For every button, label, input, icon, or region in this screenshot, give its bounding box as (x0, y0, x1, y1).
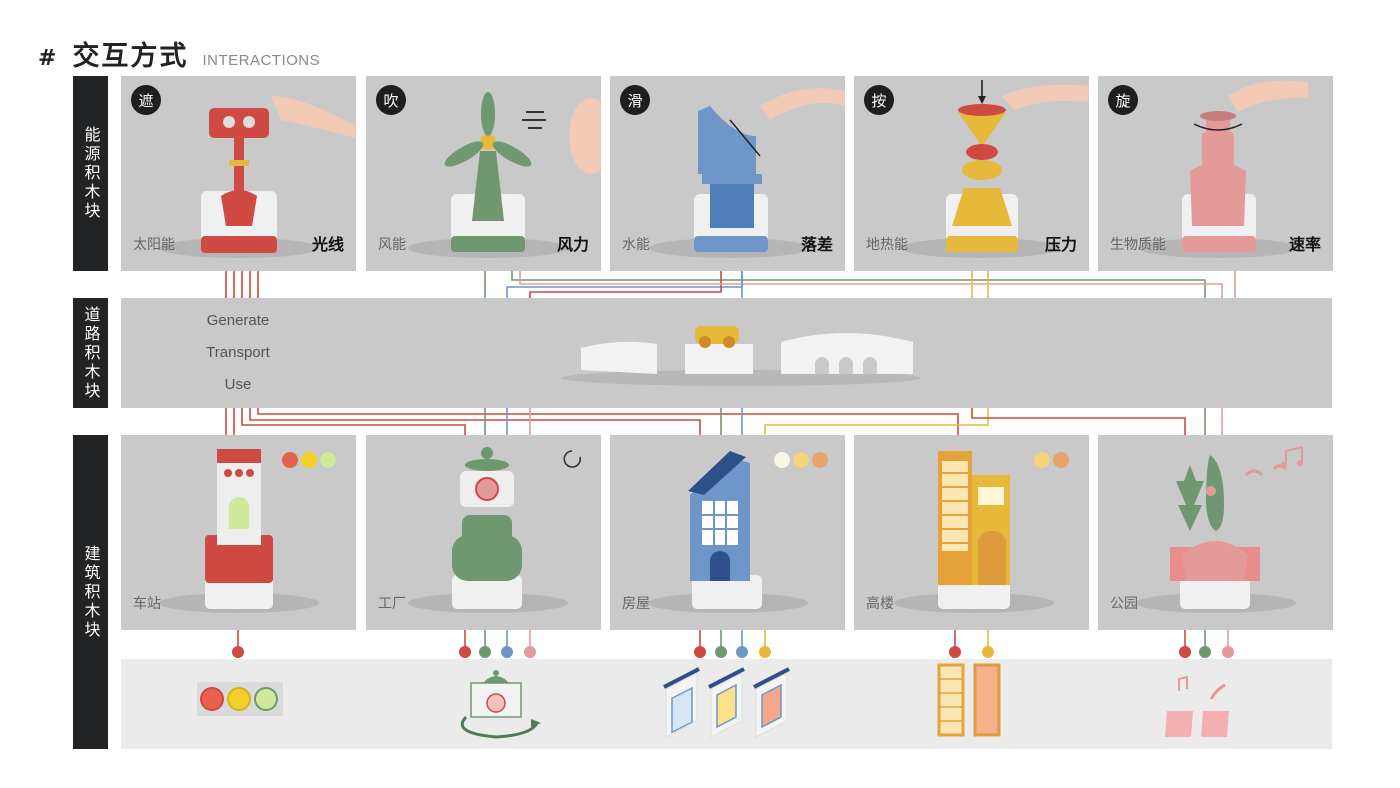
row-label-energy: 能源积木块 (73, 76, 108, 271)
source-water: 水能 (622, 237, 650, 253)
energy-card-solar[interactable]: 遮 太阳能 光线 (121, 76, 356, 271)
energy-card-water[interactable]: 滑 水能 落差 (610, 76, 845, 271)
row-label-road: 道路积木块 (73, 298, 108, 408)
source-geothermal: 地热能 (866, 237, 908, 253)
refresh-icon (563, 450, 582, 468)
windmill-icon (408, 92, 601, 258)
factory-icon (408, 447, 582, 613)
step-transport: Transport (206, 344, 270, 361)
building-card-tower[interactable]: 高楼 (854, 435, 1089, 630)
source-biomass: 生物质能 (1110, 237, 1166, 253)
label-park: 公园 (1110, 596, 1138, 612)
energy-card-geothermal[interactable]: 按 地热能 压力 (854, 76, 1089, 271)
outputs-panel (121, 659, 1332, 749)
row-label-building: 建筑积木块 (73, 435, 108, 749)
rotate-block-icon (1138, 80, 1308, 258)
source-solar: 太阳能 (133, 237, 175, 253)
badge-wind: 吹 (376, 85, 406, 115)
label-tower: 高楼 (866, 596, 894, 612)
road-panel: Generate Transport Use (121, 298, 1332, 408)
building-card-station[interactable]: 车站 (121, 435, 356, 630)
building-card-house[interactable]: 房屋 (610, 435, 845, 630)
station-icon (159, 449, 336, 613)
water-slide-icon (650, 88, 845, 258)
outputs-icons (197, 663, 1229, 739)
traffic-light-icon (197, 682, 283, 716)
force-biomass: 速率 (1288, 235, 1321, 254)
force-wind: 风力 (556, 235, 589, 254)
factory-cycle-icon (460, 670, 541, 739)
window-icon (663, 667, 790, 738)
energy-card-biomass[interactable]: 旋 生物质能 速率 (1098, 76, 1333, 271)
badge-geothermal: 按 (864, 85, 894, 115)
solar-block-icon (159, 96, 356, 258)
page-title: # 交互方式 INTERACTIONS (38, 34, 320, 73)
force-water: 落差 (800, 235, 833, 254)
building-card-factory[interactable]: 工厂 (366, 435, 601, 630)
title-hash: # (38, 46, 57, 71)
source-wind: 风能 (378, 237, 406, 253)
label-station: 车站 (133, 596, 161, 612)
press-block-icon (900, 80, 1089, 258)
energy-card-wind[interactable]: 吹 风能 风力 (366, 76, 601, 271)
force-solar: 光线 (311, 235, 344, 254)
force-geothermal: 压力 (1044, 235, 1077, 254)
title-en: INTERACTIONS (202, 52, 321, 69)
park-icon (1136, 445, 1303, 613)
music-note-icon (1285, 445, 1303, 463)
road-blocks-icon (561, 326, 921, 386)
tower-icon (894, 451, 1069, 613)
tower-output-icon (937, 663, 1001, 737)
badge-biomass: 旋 (1108, 85, 1138, 115)
badge-water: 滑 (620, 85, 650, 115)
step-use: Use (224, 376, 252, 393)
badge-solar: 遮 (131, 85, 161, 115)
house-icon (648, 451, 828, 613)
label-house: 房屋 (622, 596, 650, 612)
title-cn: 交互方式 (72, 41, 189, 72)
park-output-icon (1165, 675, 1229, 737)
step-generate: Generate (206, 312, 270, 329)
label-factory: 工厂 (378, 596, 406, 612)
building-card-park[interactable]: 公园 (1098, 435, 1333, 630)
